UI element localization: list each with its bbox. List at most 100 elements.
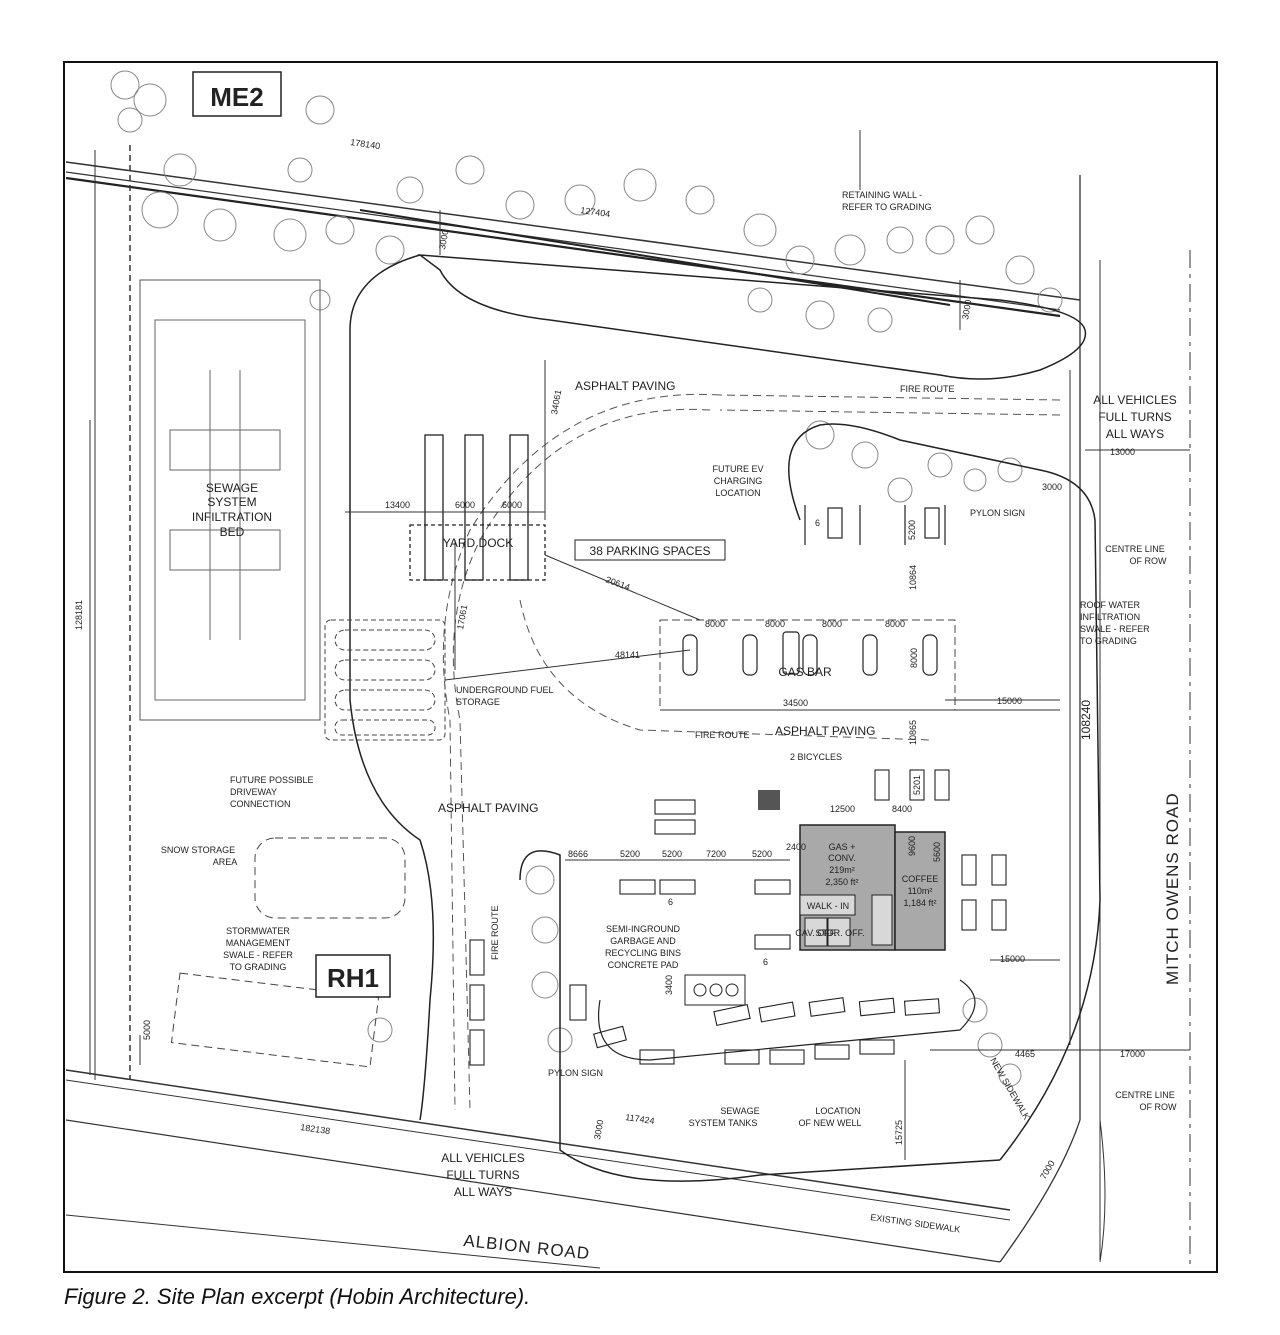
dim-5201: 5201 [912, 775, 922, 795]
figure-caption: Figure 2. Site Plan excerpt (Hobin Archi… [64, 1284, 531, 1309]
dim-15000-b: 15000 [1000, 954, 1025, 964]
dim-8000-v: 8000 [909, 648, 919, 668]
label-new-well-1: LOCATION [815, 1106, 860, 1116]
label-centre-line-2a: CENTRE LINE [1115, 1090, 1175, 1100]
label-gas-conv-area-2: 2,350 ft² [825, 877, 858, 887]
east-curb [788, 423, 1101, 1161]
label-sewage-2: SYSTEM [207, 495, 256, 509]
label-asphalt-3: ASPHALT PAVING [438, 801, 538, 815]
sewage-pipes [169, 370, 281, 640]
label-fire-route-1: FIRE ROUTE [900, 384, 955, 394]
trees [110, 70, 1063, 1087]
fire-route-lines [442, 393, 1061, 1111]
label-future-driveway-2: DRIVEWAY [230, 787, 277, 797]
label-coffee-area-2: 1,184 ft² [903, 898, 936, 908]
dim-6000-b: 6000 [502, 500, 522, 510]
garbage-pad [684, 974, 746, 1006]
label-semi-inground-2: GARBAGE AND [610, 936, 676, 946]
label-retaining-wall-2: REFER TO GRADING [842, 202, 932, 212]
stall-label-6-c: 6 [763, 957, 768, 967]
label-semi-inground-4: CONCRETE PAD [608, 960, 679, 970]
drawing-frame [63, 61, 1218, 1273]
north-parking-stalls [804, 505, 946, 545]
dim-5200-d: 5200 [752, 849, 772, 859]
label-semi-inground-3: RECYCLING BINS [605, 948, 681, 958]
label-centre-line-1b: OF ROW [1130, 556, 1167, 566]
stall-label-6-b: 6 [668, 897, 673, 907]
dim-7200: 7200 [706, 849, 726, 859]
property-lines [65, 145, 1191, 1269]
dim-2400: 2400 [786, 842, 806, 852]
island-curve [598, 979, 976, 1061]
label-sewage-1: SEWAGE [206, 481, 258, 495]
label-existing-sidewalk: EXISTING SIDEWALK [870, 1212, 961, 1235]
dim-4465: 4465 [1015, 1049, 1035, 1059]
label-underground-fuel-1: UNDERGROUND FUEL [456, 685, 554, 695]
label-walk-in: WALK - IN [807, 901, 849, 911]
dim-117424: 117424 [625, 1112, 655, 1126]
label-sewage-3: INFILTRATION [192, 510, 272, 524]
dim-5200-b: 5200 [620, 849, 640, 859]
dim-108240: 108240 [1079, 700, 1093, 740]
dim-8666: 8666 [568, 849, 588, 859]
label-centre-line-2b: OF ROW [1140, 1102, 1177, 1112]
label-all-vehicles-s-3: ALL WAYS [454, 1185, 512, 1199]
label-stormwater-1: STORMWATER [226, 926, 290, 936]
dim-9600: 9600 [907, 836, 917, 856]
label-gas-conv-area-1: 219m² [829, 865, 855, 875]
dim-8400: 8400 [892, 804, 912, 814]
label-roof-water-1: ROOF WATER [1080, 600, 1140, 610]
label-asphalt-2: ASPHALT PAVING [775, 724, 875, 738]
label-sewage-4: BED [220, 525, 245, 539]
road-albion: ALBION ROAD [463, 1231, 591, 1263]
dim-15000-a: 15000 [997, 696, 1022, 706]
dim-3000-b: 3000 [960, 299, 973, 320]
bike-pad [758, 790, 780, 810]
label-stormwater-4: TO GRADING [230, 962, 287, 972]
dim-127404: 127404 [580, 205, 611, 219]
label-semi-inground-1: SEMI-INGROUND [606, 924, 681, 934]
dim-8000-a: 8000 [705, 619, 725, 629]
label-gas-conv-1: GAS + [829, 842, 856, 852]
parking-lot-outline [349, 254, 435, 1121]
label-pylon-sign-2: PYLON SIGN [548, 1068, 603, 1078]
dim-10864: 10864 [908, 565, 918, 590]
label-centre-line-1a: CENTRE LINE [1105, 544, 1165, 554]
dim-5600: 5600 [932, 842, 942, 862]
dim-17000: 17000 [1120, 1049, 1145, 1059]
zone-rh1-box [315, 954, 391, 998]
dim-10865: 10865 [908, 720, 918, 745]
fuel-tanks [324, 619, 446, 741]
label-underground-fuel-2: STORAGE [456, 697, 500, 707]
label-future-ev-3: LOCATION [715, 488, 760, 498]
label-fire-route-2: FIRE ROUTE [695, 730, 750, 740]
dim-3000-a: 3000 [437, 229, 450, 250]
dim-34500: 34500 [783, 698, 808, 708]
label-stormwater-2: MANAGEMENT [226, 938, 291, 948]
label-pylon-sign-1: PYLON SIGN [970, 508, 1025, 518]
label-future-driveway-1: FUTURE POSSIBLE [230, 775, 314, 785]
label-asphalt-1: ASPHALT PAVING [575, 379, 675, 393]
dim-12500: 12500 [830, 804, 855, 814]
parking-spaces-box [574, 539, 726, 561]
label-coffee-area-1: 110m² [908, 886, 933, 896]
dim-8000-b: 8000 [765, 619, 785, 629]
road-mitch-owens: MITCH OWENS ROAD [1163, 792, 1182, 985]
label-fire-route-3: FIRE ROUTE [490, 905, 500, 960]
label-sewage-tanks-2: SYSTEM TANKS [689, 1118, 758, 1128]
zone-me2-label: ME2 [210, 82, 263, 112]
label-yard-dock: YARD DOCK [443, 536, 513, 550]
dimension-lines [89, 130, 1190, 1160]
label-bicycles: 2 BICYCLES [790, 752, 842, 762]
label-all-vehicles-e-1: ALL VEHICLES [1093, 393, 1177, 407]
label-future-ev-2: CHARGING [714, 476, 763, 486]
dim-5200-a: 5200 [907, 520, 917, 540]
zone-rh1-label: RH1 [327, 963, 379, 993]
label-snow-storage-1: SNOW STORAGE [161, 845, 235, 855]
label-future-driveway-3: CONNECTION [230, 799, 291, 809]
label-coffee: COFFEE [902, 874, 939, 884]
label-future-ev-1: FUTURE EV [712, 464, 763, 474]
label-all-vehicles-s-2: FULL TURNS [446, 1168, 519, 1182]
yard-dock-trucks [409, 434, 546, 581]
